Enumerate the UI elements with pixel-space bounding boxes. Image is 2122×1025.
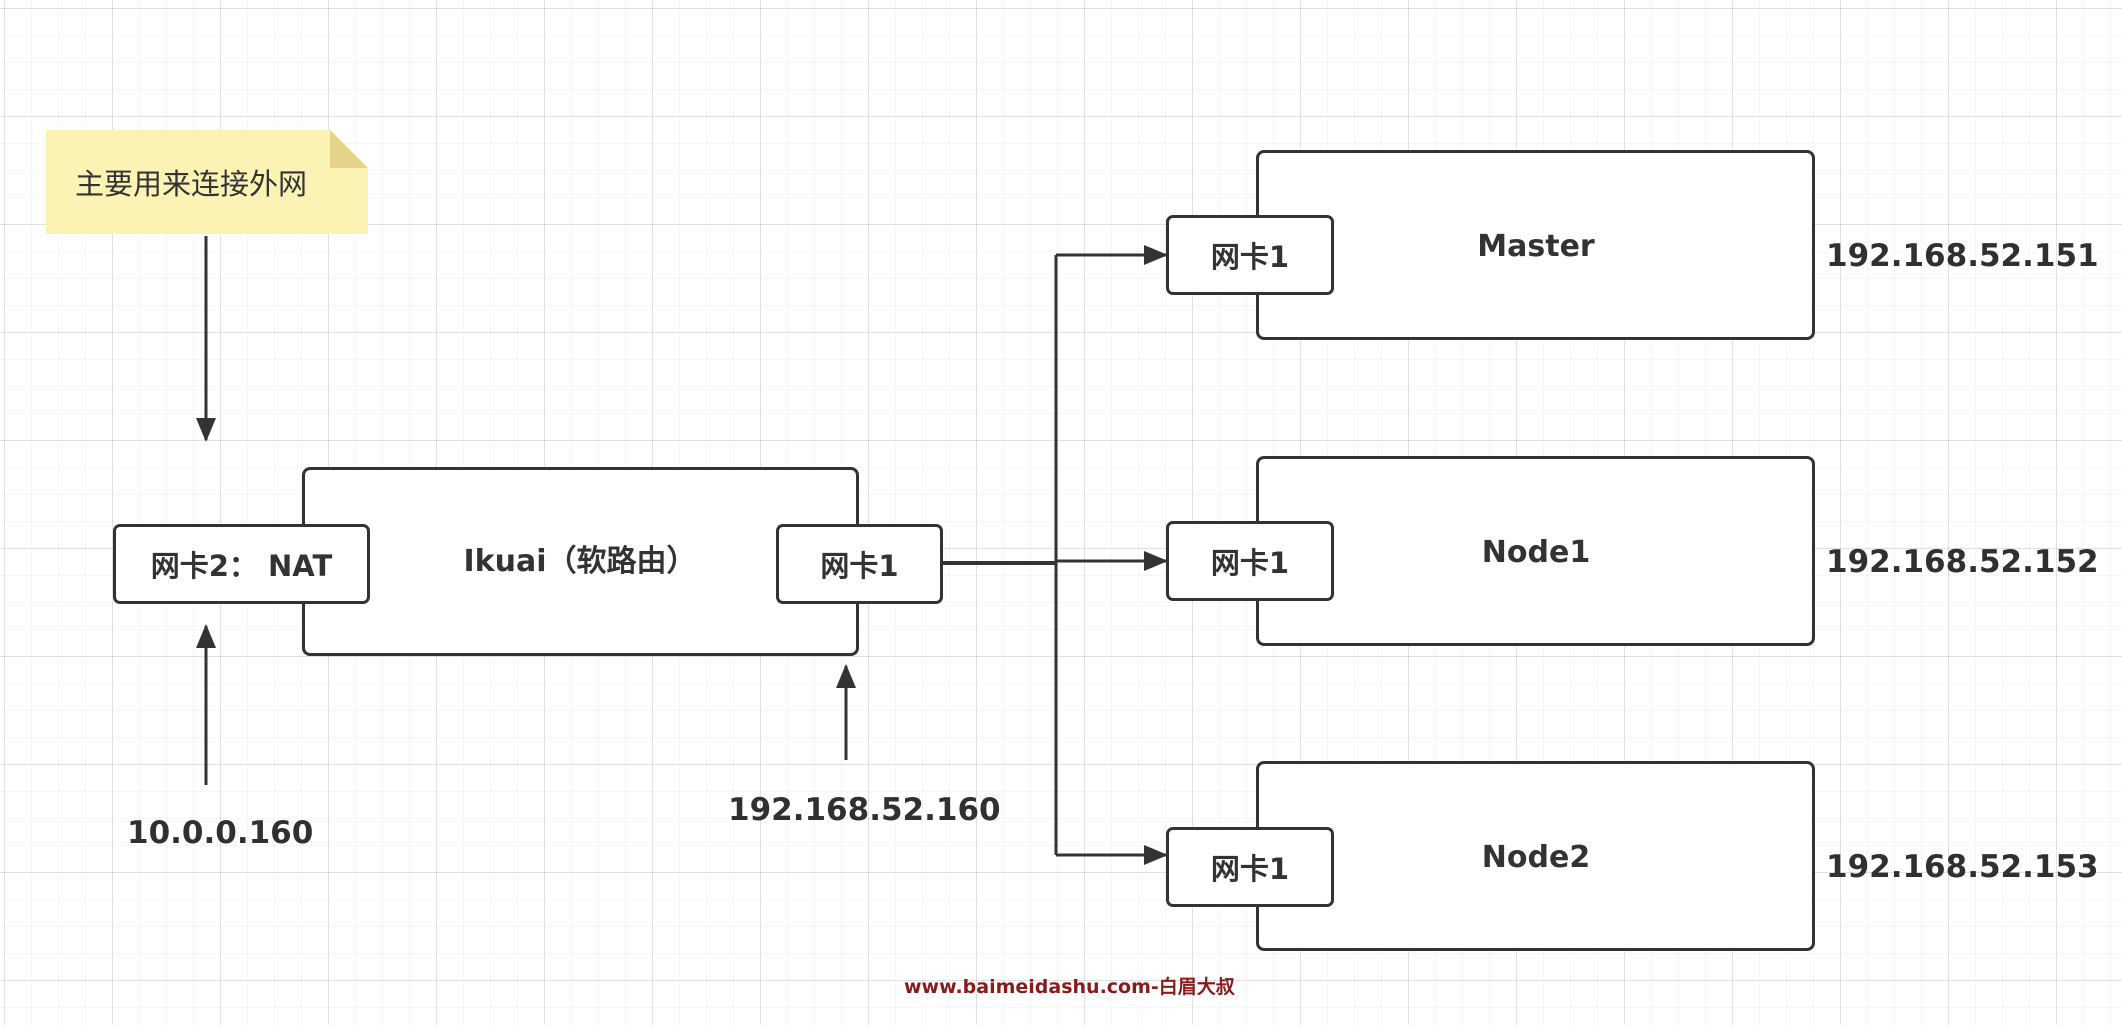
node-ip-node1: 192.168.52.152 bbox=[1826, 544, 2099, 580]
watermark: www.baimeidashu.com-白眉大叔 bbox=[904, 976, 1235, 998]
node-nic-node2[interactable]: 网卡1 bbox=[1166, 827, 1334, 907]
node-title-node1: Node1 bbox=[1481, 535, 1591, 570]
router-title: Ikuai（软路由） bbox=[463, 544, 697, 579]
wan-ip-label: 10.0.0.160 bbox=[127, 815, 314, 851]
node-title-master: Master bbox=[1477, 229, 1595, 264]
node-ip-master: 192.168.52.151 bbox=[1826, 238, 2099, 274]
node-nic-master[interactable]: 网卡1 bbox=[1166, 215, 1334, 295]
node-box-node1[interactable] bbox=[1256, 456, 1815, 646]
router-box[interactable] bbox=[302, 467, 859, 656]
router-lan-nic[interactable]: 网卡1 bbox=[776, 524, 943, 604]
node-title-node2: Node2 bbox=[1481, 840, 1591, 875]
sticky-note-text: 主要用来连接外网 bbox=[74, 167, 307, 201]
sticky-note-shape bbox=[46, 130, 368, 234]
node-ip-node2: 192.168.52.153 bbox=[1826, 849, 2099, 885]
lan-ip-label: 192.168.52.160 bbox=[728, 792, 1001, 828]
node-nic-node1[interactable]: 网卡1 bbox=[1166, 521, 1334, 601]
node-box-master[interactable] bbox=[1256, 150, 1815, 340]
router-wan-nic[interactable]: 网卡2： NAT bbox=[113, 524, 370, 604]
sticky-note[interactable]: 主要用来连接外网 bbox=[46, 130, 368, 234]
node-box-node2[interactable] bbox=[1256, 761, 1815, 951]
